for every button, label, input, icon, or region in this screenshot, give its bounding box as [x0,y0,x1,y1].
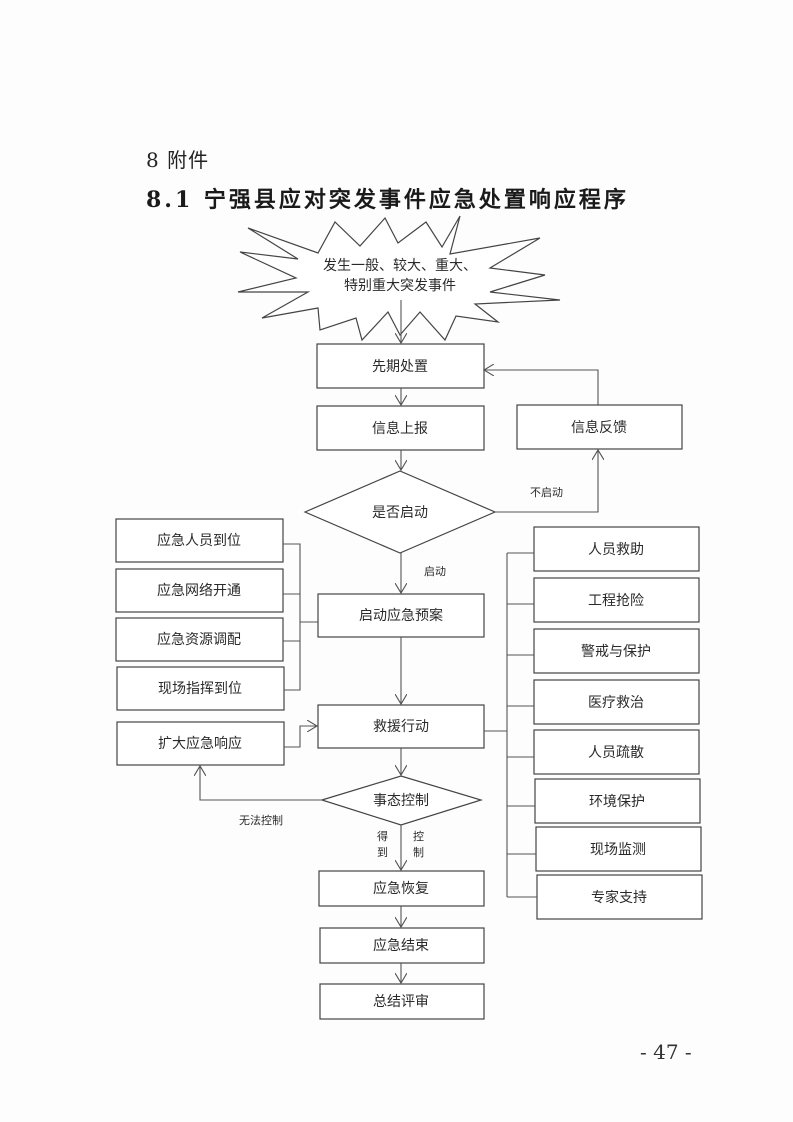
edge-label-not-start: 不启动 [530,486,563,499]
activate-plan-label: 启动应急预案 [359,607,443,624]
left-item-box [116,666,285,711]
node-initial-handling: 先期处置 [316,343,485,389]
start-event-line2: 特别重大突发事件 [344,278,456,294]
right-item-experts: 专家支持 [591,889,647,906]
page-number: - 47 - [640,1040,692,1064]
right-item-medical: 医疗救治 [588,695,644,711]
node-end: 应急结束 [319,927,485,964]
right-item-engineering: 工程抢险 [588,592,644,609]
right-group: 人员救助 工程抢险 警戒与保护 医疗救治 人员疏散 环境保护 现场监测 专家支持 [484,526,703,920]
start-event-burst: 发生一般、较大、重大、 特别重大突发事件 [237,215,561,342]
end-box [319,927,485,964]
edge-label-start: 启动 [424,565,446,578]
node-expand-response: 扩大应急响应 [116,721,285,766]
right-item-security: 警戒与保护 [581,644,651,660]
left-group: 应急人员到位 应急网络开通 应急资源调配 现场指挥到位 [115,518,318,711]
review-box [319,983,485,1020]
left-item-box [115,568,284,613]
node-rescue-action: 救援行动 [317,704,485,749]
edge-expand-to-rescue [284,726,317,748]
flowchart-title: 8.1 宁强县应对突发事件应急处置响应程序 [146,187,629,213]
right-item-rescue: 人员救助 [588,542,644,558]
initial-handling-label: 先期处置 [372,359,428,375]
left-item-command: 现场指挥到位 [158,681,242,697]
right-item-box [533,679,700,725]
edge-feedback-to-initial [484,370,599,405]
edge-label-uncontrollable: 无法控制 [239,813,283,827]
edge-label-controlled-3: 控 [413,829,424,843]
decision-start-label: 是否启动 [372,505,428,521]
info-feedback-label: 信息反馈 [571,419,627,436]
node-recovery: 应急恢复 [318,870,485,907]
edge-label-controlled-2: 到 [377,846,388,859]
node-review: 总结评审 [319,983,485,1020]
expand-response-label: 扩大应急响应 [158,735,242,752]
left-item-network: 应急网络开通 [157,582,241,599]
rescue-action-box [317,704,485,749]
info-report-box [316,405,485,451]
edge-label-controlled-4: 制 [413,846,424,859]
left-item-resources: 应急资源调配 [157,631,241,648]
right-item-box [533,526,700,572]
right-item-box [533,577,700,623]
info-feedback-box [516,404,683,450]
start-event-line1: 发生一般、较大、重大、 [323,258,477,274]
edge-label-controlled-1: 得 [377,830,388,843]
recovery-box [318,870,485,907]
review-label: 总结评审 [373,994,429,1010]
right-item-evacuation: 人员疏散 [588,745,644,761]
right-item-box [533,628,700,674]
end-label: 应急结束 [373,937,429,954]
right-item-box [534,778,701,824]
node-info-feedback: 信息反馈 [516,404,683,450]
node-activate-plan: 启动应急预案 [317,593,485,638]
section-heading: 8 附件 [146,148,210,172]
starburst-shape [237,215,561,342]
rescue-action-label: 救援行动 [373,719,429,735]
expand-response-box [116,721,285,766]
decision-control-diamond [319,775,484,826]
info-report-label: 信息上报 [372,420,428,437]
right-item-monitoring: 现场监测 [590,842,646,858]
decision-control-label: 事态控制 [373,793,429,809]
node-decision-control: 事态控制 [319,775,484,826]
left-item-box [115,518,284,563]
left-item-box [115,617,284,662]
activate-plan-box [317,593,485,638]
left-item-personnel: 应急人员到位 [157,532,241,549]
recovery-label: 应急恢复 [373,880,429,897]
left-bracket [283,543,301,691]
node-decision-start: 是否启动 [303,470,497,554]
node-info-report: 信息上报 [316,405,485,451]
edge-uncontrollable [200,766,322,801]
edge-not-start [495,450,598,513]
right-item-box [533,729,700,775]
right-item-box [535,826,702,872]
right-item-environment: 环境保护 [589,794,645,810]
